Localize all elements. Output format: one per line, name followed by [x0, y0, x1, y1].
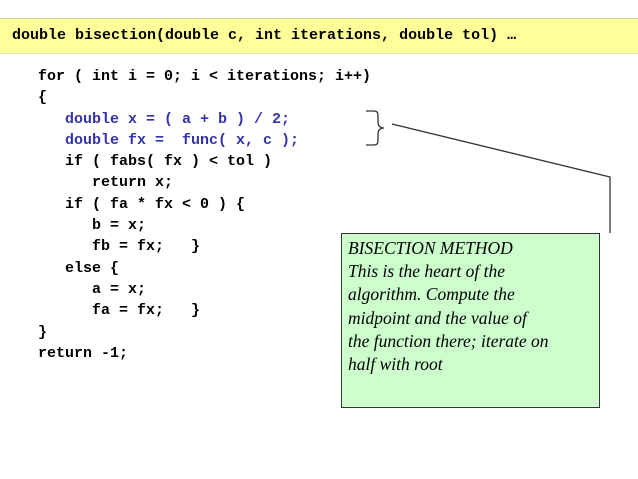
code-line: return -1; — [38, 344, 129, 362]
callout-title: BISECTION METHOD — [348, 238, 513, 258]
code-line: else { — [38, 259, 120, 277]
code-line: a = x; — [38, 280, 147, 298]
code-line: fb = fx; } — [38, 238, 201, 256]
code-line: return x; — [38, 174, 174, 192]
header-band — [0, 18, 638, 54]
code-line: { — [38, 89, 48, 107]
callout-text-line: half with root — [348, 354, 443, 375]
bracket — [366, 110, 385, 146]
callout-text-line: algorithm. Compute the — [348, 284, 515, 305]
code-line: double x = ( a + b ) / 2; — [38, 110, 291, 128]
code-line: if ( fa * fx < 0 ) { — [38, 195, 246, 213]
code-line: if ( fabs( fx ) < tol ) — [38, 153, 273, 171]
callout-box: BISECTION METHOD This is the heart of th… — [341, 233, 600, 408]
callout-text-line: This is the heart of the — [348, 261, 506, 282]
code-line: double fx = func( x, c ); — [38, 131, 300, 149]
connector-line — [391, 123, 611, 233]
callout-text-line: the function there; iterate on — [348, 330, 549, 351]
code-line: for ( int i = 0; i < iterations; i++) — [38, 68, 372, 85]
code-line: fa = fx; } — [38, 302, 201, 320]
callout-text-line: midpoint and the value of — [348, 307, 527, 328]
code-line: b = x; — [38, 217, 147, 235]
code-line: } — [38, 323, 48, 341]
code-block: for ( int i = 0; i < iterations; i++) { d… — [38, 66, 371, 364]
function-signature: double bisection(double c, int iteration… — [12, 27, 517, 44]
